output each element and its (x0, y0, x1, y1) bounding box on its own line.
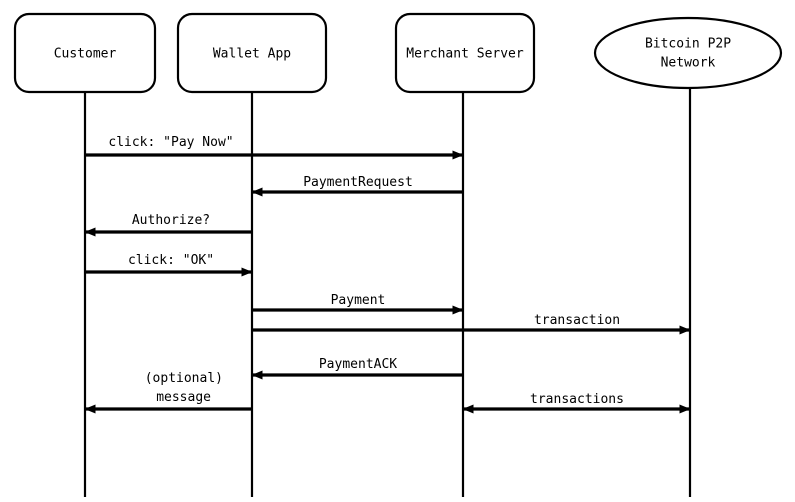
participant-box-customer[interactable] (13, 12, 157, 94)
participant-box-wallet[interactable] (176, 12, 328, 94)
participant-ellipse-network[interactable] (593, 16, 783, 90)
message-label-click-ok: click: "OK" (128, 253, 214, 268)
message-payment-ack[interactable]: PaymentACK (251, 357, 463, 380)
message-transaction[interactable]: transaction (252, 313, 691, 335)
message-optional-message[interactable]: (optional) message (84, 371, 252, 414)
participant-box-merchant[interactable] (394, 12, 536, 94)
message-label-payment-ack: PaymentACK (319, 357, 397, 372)
participant-label-wallet: Wallet App (213, 47, 291, 62)
participant-network[interactable]: Bitcoin P2P Network (593, 16, 783, 90)
participant-label-network-line1: Bitcoin P2P (645, 37, 731, 52)
participant-label-customer: Customer (54, 47, 117, 62)
participant-label-merchant: Merchant Server (406, 47, 524, 62)
message-label-payment: Payment (331, 293, 386, 308)
participant-label-network-line2: Network (661, 56, 716, 71)
message-click-pay-now[interactable]: click: "Pay Now" (85, 135, 464, 160)
message-click-ok[interactable]: click: "OK" (85, 253, 253, 277)
message-payment-request[interactable]: PaymentRequest (251, 175, 463, 197)
participant-merchant[interactable]: Merchant Server (394, 12, 536, 94)
message-label-optional-message-line2: message (156, 390, 211, 405)
message-label-payment-request: PaymentRequest (303, 175, 413, 190)
participant-wallet[interactable]: Wallet App (176, 12, 328, 94)
participant-customer[interactable]: Customer (13, 12, 157, 94)
message-label-transaction: transaction (534, 313, 620, 328)
message-transactions[interactable]: transactions (462, 392, 691, 414)
message-label-click-pay-now: click: "Pay Now" (108, 135, 233, 150)
message-payment[interactable]: Payment (252, 293, 464, 315)
message-label-optional-message-line1: (optional) (145, 371, 223, 386)
message-label-authorize: Authorize? (132, 213, 210, 228)
message-authorize[interactable]: Authorize? (84, 213, 252, 237)
message-label-transactions: transactions (530, 392, 624, 407)
lifelines (83, 88, 692, 497)
